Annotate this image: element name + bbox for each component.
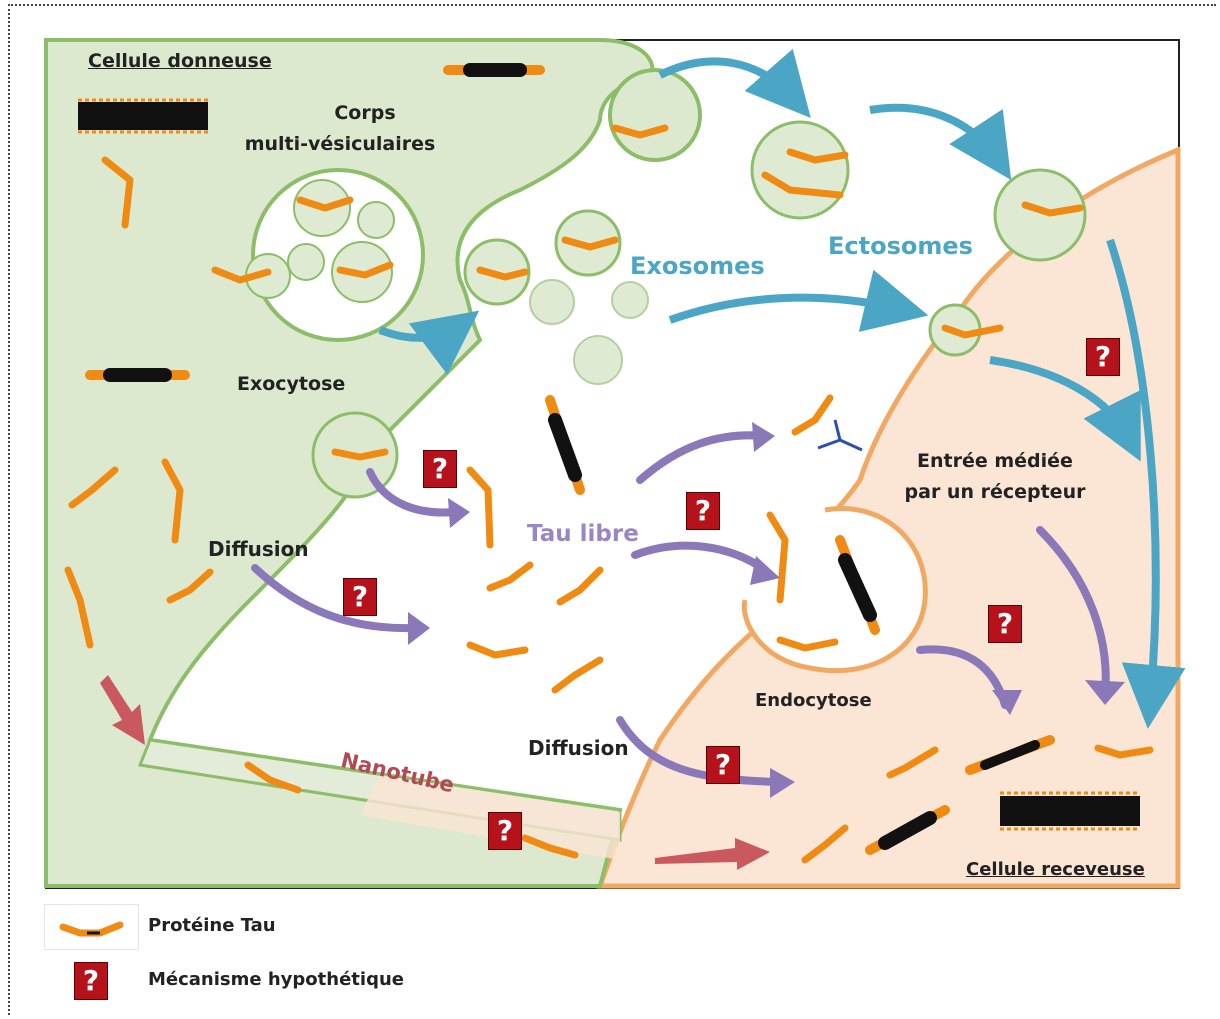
tau-protein [761, 171, 844, 199]
arrow-free-tau-receptor [636, 431, 769, 484]
arrow-ectosome-entry-2 [989, 356, 1141, 462]
arrow-exosome-transfer [668, 269, 929, 333]
hypothetical-mechanism-icon: ? [988, 605, 1022, 643]
arrowhead [1085, 680, 1125, 705]
tau-protein [161, 458, 184, 544]
tau-protein [551, 656, 604, 694]
dotted-frame [8, 4, 1216, 1015]
diffusion-left-label: Diffusion [208, 537, 309, 561]
hypothetical-mechanism-icon: ? [343, 578, 377, 616]
tau-protein [476, 266, 529, 281]
arrow-exocytose-release [366, 468, 459, 517]
endocytosis-pocket [741, 506, 928, 674]
mvb-label-line2: multi-vésiculaires [244, 133, 436, 155]
tau-protein [886, 746, 939, 779]
mvb-label-line1: Corps [334, 102, 396, 124]
hypothetical-mechanism-icon: ? [706, 746, 740, 784]
arrowhead [770, 768, 795, 798]
exosome [611, 281, 649, 319]
endocytose-label: Endocytose [755, 690, 872, 711]
tau-protein [466, 641, 529, 659]
tau-protein [336, 261, 394, 279]
tau-protein [68, 466, 119, 509]
arrowhead [992, 690, 1022, 715]
tau-protein-icon [59, 921, 124, 937]
arrow-free-tau-endocytose [631, 541, 769, 574]
tau-protein [941, 324, 1004, 339]
arrow-receptor-entry [1036, 526, 1110, 699]
tau-protein [296, 196, 354, 212]
hypothetical-mechanism-icon: ? [686, 492, 720, 530]
tau-oligomer [865, 805, 950, 855]
tau-protein [766, 511, 789, 604]
arrow-mvb-fusion [378, 310, 480, 375]
hypothetical-mechanism-icon: ? [488, 812, 522, 850]
arrow-nanotube-entry [655, 838, 770, 870]
hypothetical-mechanism-icon: ? [1086, 338, 1120, 376]
arrowhead [408, 612, 430, 645]
diffusion-bottom-label: Diffusion [528, 736, 629, 760]
tau-protein [791, 394, 834, 436]
receptor-icon [817, 419, 863, 452]
tau-protein [244, 761, 302, 794]
tau-protein [101, 156, 134, 229]
arrow-ectosome-entry [1106, 238, 1186, 729]
exosomes-label: Exosomes [630, 252, 765, 280]
tau-protein [1094, 744, 1154, 759]
tau-protein [521, 834, 579, 859]
arrow-diffusion-left [251, 564, 419, 633]
tau-protein [786, 148, 849, 164]
tau-protein [166, 568, 214, 604]
tau-protein [561, 236, 619, 251]
exosome [529, 279, 575, 325]
legend-tau-swatch-box [44, 904, 139, 950]
arrowhead [752, 422, 775, 452]
tau-protein [1021, 201, 1084, 217]
tau-oligomer [545, 395, 585, 495]
tau-protein [211, 266, 272, 284]
tau-fibril-large [78, 98, 208, 134]
tau-libre-label: Tau libre [527, 521, 639, 547]
arrow-ectosome-release [658, 48, 811, 119]
arrowhead [750, 556, 780, 585]
ectosome [993, 168, 1087, 262]
legend-question-icon: ? [74, 962, 108, 1000]
arrow-ectosome-transfer [869, 103, 1012, 181]
receptor-label-line2: par un récepteur [904, 481, 1086, 503]
tau-oligomer [835, 535, 880, 635]
arrow-diffusion-bottom [616, 716, 784, 786]
tau-oligomer [965, 735, 1055, 775]
tau-fibril-large [1000, 791, 1140, 831]
ectosome [750, 120, 850, 220]
tau-protein [801, 824, 849, 864]
ectosomes-label: Ectosomes [828, 232, 973, 260]
tau-protein [331, 448, 389, 461]
legend-tau-label: Protéine Tau [148, 915, 276, 936]
exocytose-label: Exocytose [237, 373, 346, 395]
arrow-nanotube-start [100, 675, 145, 745]
arrowhead [448, 498, 470, 528]
tau-protein [776, 636, 839, 652]
tau-protein [556, 566, 604, 606]
tau-protein [486, 561, 534, 592]
donor-cell-label: Cellule donneuse [88, 50, 272, 72]
receptor-label-line1: Entrée médiée [917, 450, 1073, 472]
recipient-cell-label: Cellule receveuse [966, 859, 1145, 880]
tau-protein [466, 466, 494, 549]
tau-protein [611, 124, 669, 139]
tau-protein [64, 566, 94, 649]
hypothetical-mechanism-icon: ? [423, 450, 457, 488]
budding-vesicle [608, 68, 702, 162]
legend-hypothetical-label: Mécanisme hypothétique [148, 969, 404, 990]
exosome [573, 335, 623, 385]
